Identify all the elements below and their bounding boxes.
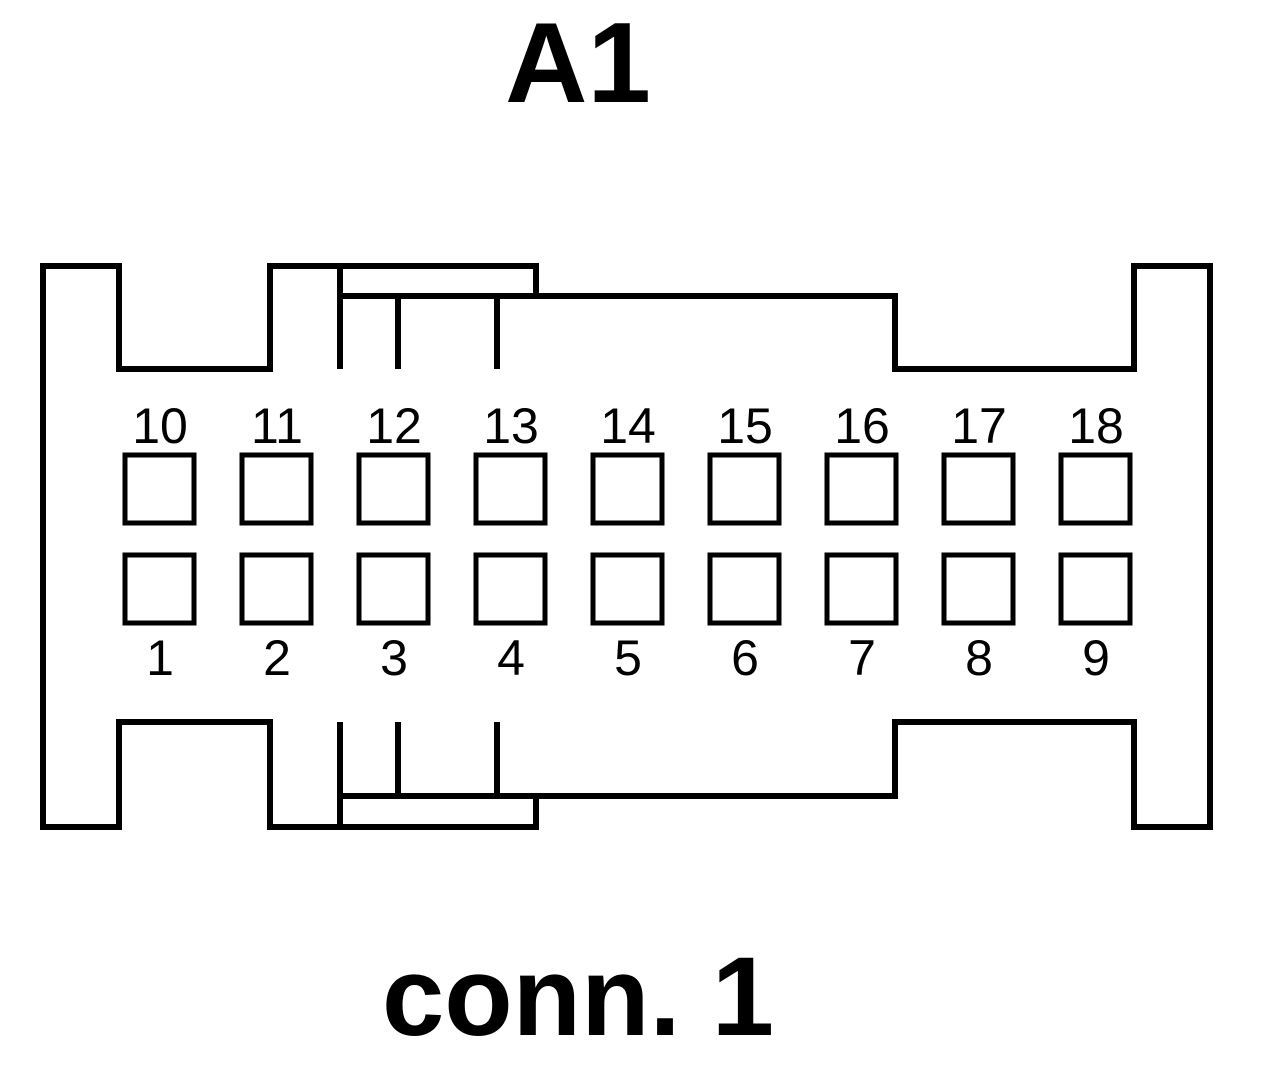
pin-label-1: 1 [146, 630, 174, 686]
pin-14-cavity [590, 452, 665, 526]
pin-11-cavity [239, 452, 314, 526]
bottom-row-pins: 1 2 3 4 5 6 7 8 9 [122, 552, 1133, 686]
pin-label-18: 18 [1068, 398, 1124, 454]
pin-3-cavity [356, 552, 431, 626]
pin-6-cavity [707, 552, 782, 626]
pin-8-cavity [941, 552, 1016, 626]
pin-label-12: 12 [366, 398, 422, 454]
pin-9-cavity [1058, 552, 1133, 626]
pin-label-13: 13 [483, 398, 539, 454]
pin-label-14: 14 [600, 398, 656, 454]
pin-17-cavity [941, 452, 1016, 526]
pin-label-8: 8 [965, 630, 993, 686]
pin-15-cavity [707, 452, 782, 526]
pin-label-17: 17 [951, 398, 1007, 454]
pin-2-cavity [239, 552, 314, 626]
pin-label-10: 10 [132, 398, 188, 454]
pin-7-cavity [824, 552, 899, 626]
pin-label-9: 9 [1082, 630, 1110, 686]
pin-label-6: 6 [731, 630, 759, 686]
pin-5-cavity [590, 552, 665, 626]
pin-13-cavity [473, 452, 548, 526]
pin-label-7: 7 [848, 630, 876, 686]
pin-label-3: 3 [380, 630, 408, 686]
top-row-pins: 10 11 12 13 14 15 16 17 18 [122, 398, 1133, 526]
pin-18-cavity [1058, 452, 1133, 526]
pin-16-cavity [824, 452, 899, 526]
connector-caption: conn. 1 [382, 934, 774, 1059]
pin-10-cavity [122, 452, 197, 526]
pin-label-16: 16 [834, 398, 890, 454]
pin-label-15: 15 [717, 398, 773, 454]
connector-title: A1 [505, 0, 651, 127]
top-latch [337, 266, 536, 369]
pin-4-cavity [473, 552, 548, 626]
pin-12-cavity [356, 452, 431, 526]
pin-label-11: 11 [251, 398, 303, 454]
bottom-latch [337, 722, 536, 827]
pin-label-5: 5 [614, 630, 642, 686]
connector-housing: 10 11 12 13 14 15 16 17 18 1 2 3 4 5 [40, 263, 1213, 830]
pin-1-cavity [122, 552, 197, 626]
housing-outline [40, 263, 1213, 830]
pin-label-4: 4 [497, 630, 525, 686]
pin-label-2: 2 [263, 630, 291, 686]
